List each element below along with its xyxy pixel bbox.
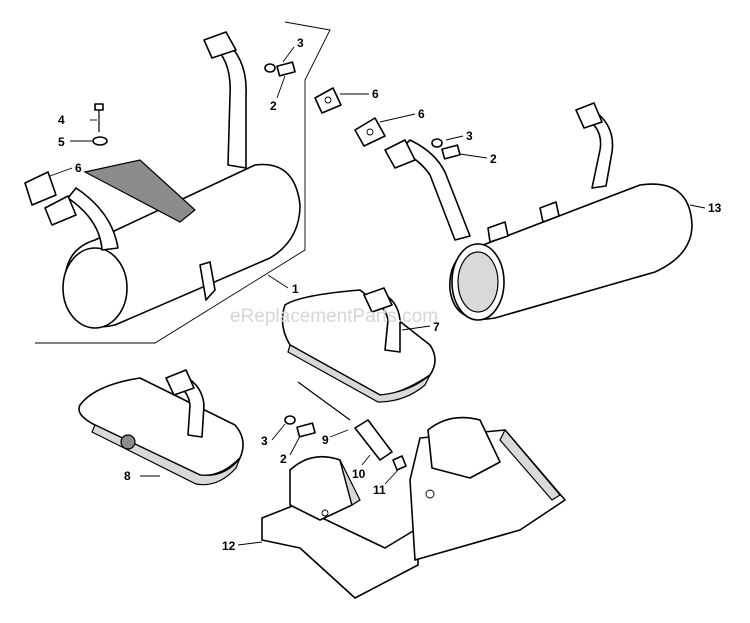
assembly-outline bbox=[35, 21, 331, 344]
callout-6: 6 bbox=[75, 161, 82, 175]
callout-4: 4 bbox=[58, 113, 65, 127]
muffler-7[interactable] bbox=[281, 287, 436, 403]
leader-lines bbox=[49, 46, 706, 546]
watermark: eReplacementParts.com bbox=[230, 306, 438, 327]
callout-10: 10 bbox=[352, 467, 366, 481]
callout-1: 1 bbox=[292, 282, 299, 296]
callout-8: 8 bbox=[124, 469, 131, 483]
rod-9[interactable] bbox=[297, 381, 351, 421]
callout-9: 9 bbox=[322, 433, 329, 447]
bolt-2-right[interactable] bbox=[431, 138, 461, 160]
muffler-13[interactable] bbox=[384, 102, 693, 321]
callouts: 1 2 2 2 3 3 3 4 5 6 6 6 7 8 9 10 11 12 1… bbox=[58, 36, 722, 553]
callout-6: 6 bbox=[372, 87, 379, 101]
callout-3: 3 bbox=[466, 129, 473, 143]
bolt-2-upper[interactable] bbox=[264, 61, 296, 77]
callout-3: 3 bbox=[297, 36, 304, 50]
gasket-6-upper[interactable] bbox=[314, 87, 342, 114]
callout-7: 7 bbox=[433, 320, 440, 334]
muffler-8[interactable] bbox=[78, 369, 244, 486]
muffler-1[interactable] bbox=[24, 31, 301, 329]
pipe-10[interactable] bbox=[354, 419, 393, 461]
bolt-4[interactable] bbox=[94, 103, 104, 132]
callout-3: 3 bbox=[261, 434, 268, 448]
washer-5[interactable] bbox=[92, 136, 108, 146]
callout-11: 11 bbox=[373, 483, 386, 497]
callout-2: 2 bbox=[280, 452, 287, 466]
callout-2: 2 bbox=[270, 99, 277, 113]
nut-11[interactable] bbox=[392, 455, 407, 471]
callout-2: 2 bbox=[490, 152, 497, 166]
callout-5: 5 bbox=[58, 135, 65, 149]
heat-shield-12[interactable] bbox=[261, 416, 566, 599]
callout-6: 6 bbox=[418, 107, 425, 121]
callout-13: 13 bbox=[708, 201, 722, 215]
gasket-6-right[interactable] bbox=[354, 117, 386, 147]
bolt-2-lower[interactable] bbox=[284, 415, 316, 438]
callout-12: 12 bbox=[222, 539, 236, 553]
